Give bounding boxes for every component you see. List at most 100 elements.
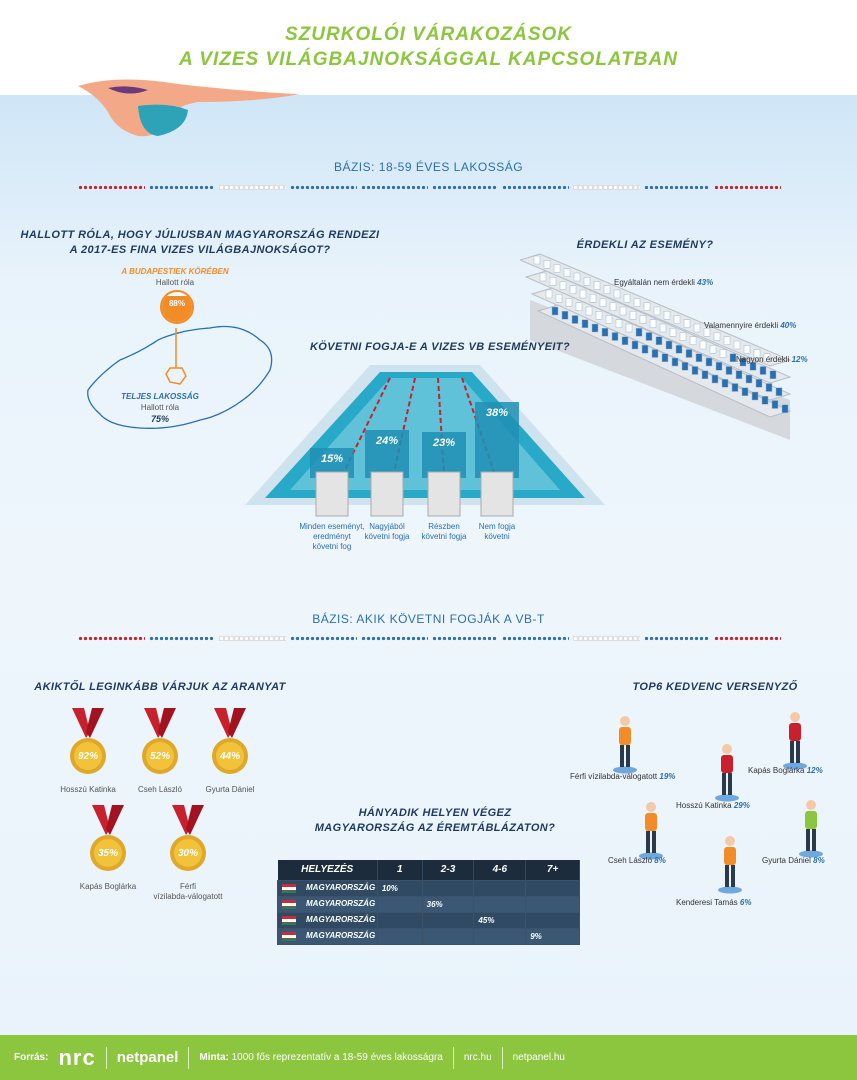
athlete-figure-icon xyxy=(636,800,666,865)
medal-name: Kapás Boglárka xyxy=(79,882,137,891)
table-cell xyxy=(376,895,423,913)
stand-seat xyxy=(549,277,557,286)
stand-seat xyxy=(771,400,779,409)
medal-value: 92% xyxy=(77,751,98,762)
follow-bar xyxy=(365,430,409,478)
medal-name: Gyurta Dániel xyxy=(205,785,255,794)
stand-seat xyxy=(711,374,719,384)
budapest-sub: Hallott róla xyxy=(155,278,195,287)
stand-seat xyxy=(743,345,751,354)
source-label: Forrás: xyxy=(14,1052,49,1063)
medal-icon xyxy=(212,708,248,774)
stand-seat xyxy=(671,357,679,367)
athlete-value: 8% xyxy=(813,856,825,865)
stand-seat xyxy=(749,362,757,371)
athlete-value: 6% xyxy=(739,898,752,907)
basis-label-2: BÁZIS: AKIK KÖVETNI FOGJÁK A VB-T xyxy=(312,612,545,626)
athlete-figure-icon xyxy=(796,798,826,863)
stand-seat xyxy=(721,379,729,388)
follow-bar-value: 38% xyxy=(486,407,508,419)
table-cell: 9% xyxy=(525,927,580,945)
stand-seat xyxy=(603,285,611,294)
stand-seat xyxy=(605,315,613,324)
stand-seat xyxy=(545,289,553,299)
stand-seat xyxy=(693,323,701,333)
table-cell xyxy=(473,927,527,945)
table-cell xyxy=(525,911,580,929)
page-title: SZURKOLÓI VÁRAKOZÁSOK A VIZES VILÁGBAJNO… xyxy=(179,24,678,70)
table-cell xyxy=(421,911,475,929)
stand-seat xyxy=(589,294,597,303)
nrc-link[interactable]: nrc.hu xyxy=(463,1052,492,1063)
follow-bar-value: 24% xyxy=(375,435,398,447)
medal-name: Férfi xyxy=(180,882,196,891)
stand-seat xyxy=(669,328,677,337)
stand-seat xyxy=(673,315,681,324)
hungary-map xyxy=(87,325,273,429)
stand-seat xyxy=(581,319,589,328)
stand-seat xyxy=(629,311,637,320)
table-cell xyxy=(376,927,423,945)
medal-icon xyxy=(142,708,178,774)
medal-icon xyxy=(70,708,106,774)
stand-seat xyxy=(769,370,777,379)
header-7plus: 7+ xyxy=(525,860,580,880)
follow-bar xyxy=(475,402,519,478)
stand-seat xyxy=(621,336,629,345)
starting-block xyxy=(480,471,514,517)
pool-lane-rope xyxy=(334,377,391,491)
budapest-gauge: 88% xyxy=(160,290,194,324)
stand-seat xyxy=(729,353,737,362)
stand-seat xyxy=(781,404,789,413)
stand-seat xyxy=(705,357,713,367)
athlete-name: Férfi vízilabda-válogatott xyxy=(570,772,660,781)
stands-illustration xyxy=(520,253,792,440)
athlete-figure-icon xyxy=(780,710,810,775)
stand-seat xyxy=(685,349,693,358)
stand-seat xyxy=(731,383,739,392)
interest-row-1: Valamennyire érdekli 40% xyxy=(704,321,797,330)
sample-text: 1000 fős reprezentatív a 18-59 éves lako… xyxy=(231,1052,443,1063)
athlete-name: Cseh László xyxy=(608,856,655,865)
stand-seat xyxy=(759,366,767,375)
stand-seat xyxy=(615,319,623,328)
stand-seat xyxy=(543,260,551,269)
stand-seat xyxy=(751,391,759,401)
stand-seat xyxy=(579,289,587,299)
stand-seat xyxy=(739,357,747,367)
stand-seat xyxy=(551,306,559,316)
header-placement: HELYEZÉS xyxy=(277,860,378,880)
interest-row-0: Egyáltalán nem érdekli 43% xyxy=(614,278,714,287)
stand-seat xyxy=(641,345,649,354)
total-label: TELJES LAKOSSÁG xyxy=(121,392,199,401)
starting-block xyxy=(370,471,404,517)
header-1: 1 xyxy=(377,860,423,880)
netpanel-link[interactable]: netpanel.hu xyxy=(512,1052,565,1063)
country-name: MAGYARORSZÁG xyxy=(306,883,376,893)
stand-seat xyxy=(573,272,581,282)
stand-seat xyxy=(639,315,647,324)
stand-seat xyxy=(709,345,717,354)
athlete-value: 12% xyxy=(806,766,823,775)
stand-seat xyxy=(699,340,707,350)
medal-icon xyxy=(170,805,206,871)
stand-seat xyxy=(653,306,661,316)
stand-seat xyxy=(601,328,609,337)
stand-seat xyxy=(599,298,607,307)
athlete-value: 19% xyxy=(659,772,676,781)
stand-seat xyxy=(763,353,771,362)
stand-seat xyxy=(569,285,577,294)
stand-seat xyxy=(775,387,783,396)
stand-seat xyxy=(753,349,761,358)
lane-divider-2 xyxy=(78,636,782,642)
stand-seat xyxy=(755,379,763,388)
stand-seat xyxy=(631,340,639,350)
medal-name: Hosszú Katinka xyxy=(60,785,116,794)
sample-label: Minta: xyxy=(199,1052,229,1063)
total-value: 75% xyxy=(150,414,169,424)
